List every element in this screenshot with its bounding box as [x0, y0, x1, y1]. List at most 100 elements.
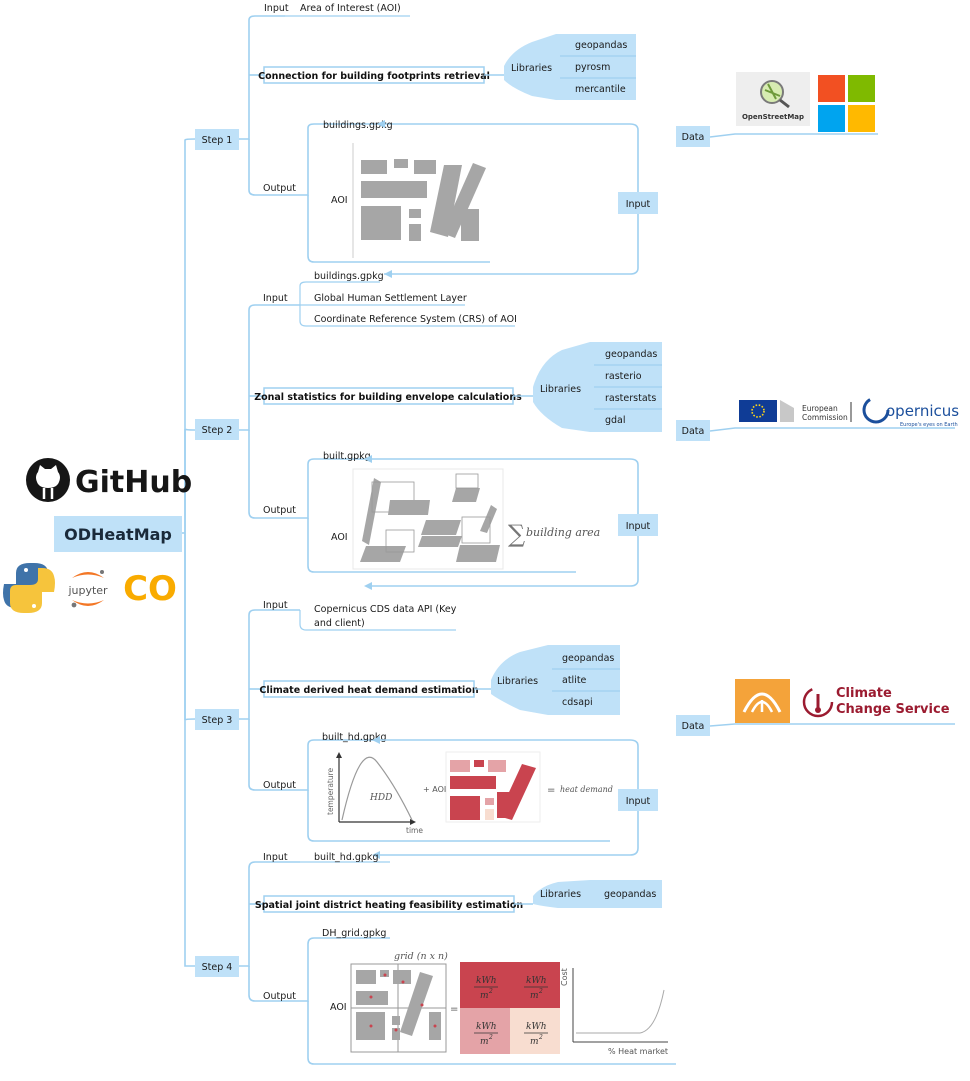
step3-library-item: atlite: [562, 675, 587, 686]
python-logo: [3, 563, 55, 613]
cost-axis-label: Cost: [560, 968, 569, 986]
step1-branch: Step 1 Input Area of Interest (AOI) Conn…: [195, 3, 878, 278]
step2-library-item: gdal: [605, 415, 626, 426]
svg-text:m: m: [480, 1037, 489, 1047]
copernicus-logo: opernicus Europe's eyes on Earth: [862, 396, 959, 428]
step2-task-label: Zonal statistics for building envelope c…: [254, 392, 522, 403]
step2-aoi-label: AOI: [331, 532, 348, 543]
svg-text:m: m: [530, 991, 539, 1001]
step1-feedback-input-node[interactable]: [618, 192, 658, 214]
step3-libraries-node[interactable]: [491, 645, 548, 715]
climate-change-service-logo: Climate Change Service: [802, 686, 950, 718]
c3s-arch-icon: [742, 692, 782, 713]
thermometer-icon: [802, 686, 834, 718]
svg-text:2: 2: [488, 988, 493, 995]
step1-input-item: Area of Interest (AOI): [300, 3, 401, 14]
heat-grid-cell: [460, 1008, 510, 1054]
step1-output-file: buildings.gpkg: [323, 120, 393, 131]
colab-logo: CO: [123, 569, 177, 609]
step4-input-label: Input: [263, 852, 288, 863]
heat-grid-cell: [460, 962, 510, 1008]
step3-input-item-line2: and client): [314, 618, 365, 629]
step2-data-node[interactable]: [676, 420, 710, 441]
step1-task-label: Connection for building footprints retri…: [258, 71, 490, 82]
step4-node[interactable]: [195, 956, 239, 977]
step3-branch: Step 3 Input Copernicus CDS data API (Ke…: [195, 600, 955, 859]
step3-label: Step 3: [202, 715, 233, 726]
ec-label-line2: Commission: [802, 413, 848, 422]
step1-aoi-label: AOI: [331, 195, 348, 206]
step2-branch: Step 2 Input buildings.gpkg Global Human…: [195, 271, 959, 590]
step4-task-label: Spatial joint district heating feasibili…: [255, 900, 523, 911]
step2-output-file: built.gpkg: [323, 451, 371, 462]
step4-grid-figure: [350, 963, 447, 1053]
step3-node[interactable]: [195, 709, 239, 730]
step1-input-label: Input: [264, 3, 289, 14]
step2-label: Step 2: [202, 425, 233, 436]
central-node-box[interactable]: [54, 516, 182, 552]
step3-feedback-input-label: Input: [626, 796, 651, 807]
github-logo: GitHub: [26, 458, 192, 502]
step1-node[interactable]: [195, 129, 239, 150]
central-node[interactable]: ODHeatMap: [54, 516, 182, 552]
microsoft-logo: [818, 75, 875, 132]
step1-library-item: geopandas: [575, 40, 627, 51]
hdd-curve: [341, 756, 413, 821]
step3-input-label: Input: [263, 600, 288, 611]
step3-data-node[interactable]: [676, 715, 710, 736]
svg-text:m: m: [480, 991, 489, 1001]
step1-data-label: Data: [682, 132, 705, 143]
step4-libraries-node[interactable]: [533, 880, 590, 908]
step3-output-file: built_hd.gpkg: [322, 732, 386, 743]
svg-text:kWh: kWh: [526, 976, 547, 986]
step3-feedback-input-node[interactable]: [618, 789, 658, 811]
cost-curve: [576, 989, 665, 1034]
openstreetmap-logo: OpenStreetMap: [736, 72, 810, 126]
step2-library-item: rasterio: [605, 371, 642, 382]
copernicus-tagline: Europe's eyes on Earth: [900, 422, 958, 428]
jupyter-label: jupyter: [67, 584, 108, 597]
step2-feedback-input-node[interactable]: [618, 514, 658, 536]
svg-text:kWh: kWh: [526, 1022, 547, 1032]
step2-libraries-node[interactable]: [533, 342, 590, 432]
step2-input-item: Coordinate Reference System (CRS) of AOI: [314, 314, 517, 325]
svg-text:m: m: [530, 1037, 539, 1047]
heat-grid-cell: [510, 962, 560, 1008]
central-node-title: ODHeatMap: [64, 525, 172, 544]
osm-label: OpenStreetMap: [742, 113, 804, 121]
step2-libraries-label: Libraries: [540, 384, 581, 395]
svg-text:2: 2: [488, 1034, 493, 1041]
hdd-x-axis-label: time: [406, 826, 423, 835]
heat-market-axis-label: % Heat market: [608, 1047, 668, 1056]
step3-library-item: cdsapi: [562, 697, 593, 708]
step2-node[interactable]: [195, 419, 239, 440]
step4-input-item: built_hd.gpkg: [314, 852, 378, 863]
copernicus-c-icon: [862, 396, 890, 424]
step2-input-item: Global Human Settlement Layer: [314, 293, 467, 304]
ec-label-line1: European: [802, 404, 838, 413]
step3-hdd-chart: temperature time HDD: [326, 752, 423, 835]
step1-libraries-node[interactable]: [504, 34, 556, 100]
step4-branch: Step 4 Input built_hd.gpkg Spatial joint…: [195, 852, 676, 1065]
step1-data-node[interactable]: [676, 126, 710, 147]
c3s-logo: [735, 679, 790, 723]
jupyter-logo: jupyter: [67, 570, 108, 608]
step3-data-label: Data: [682, 721, 705, 732]
step1-library-item: mercantile: [575, 84, 626, 95]
hdd-curve-label: HDD: [369, 793, 392, 803]
step1-building-footprints: [361, 159, 486, 241]
step3-plus-aoi: + AOI: [423, 785, 446, 794]
european-commission-logo: European Commission: [739, 400, 852, 422]
step4-cost-chart: Cost % Heat market: [560, 968, 668, 1056]
github-label: GitHub: [75, 465, 192, 500]
step2-sum-label: building area: [526, 526, 600, 539]
step2-sum-symbol: ∑: [508, 520, 525, 548]
step2-input-item: buildings.gpkg: [314, 271, 384, 282]
eu-stars-icon: [751, 404, 765, 418]
step3-output-label: Output: [263, 780, 296, 791]
step3-result-label: heat demand: [560, 785, 613, 794]
step1-library-item: pyrosm: [575, 62, 610, 73]
step2-input-label: Input: [263, 293, 288, 304]
